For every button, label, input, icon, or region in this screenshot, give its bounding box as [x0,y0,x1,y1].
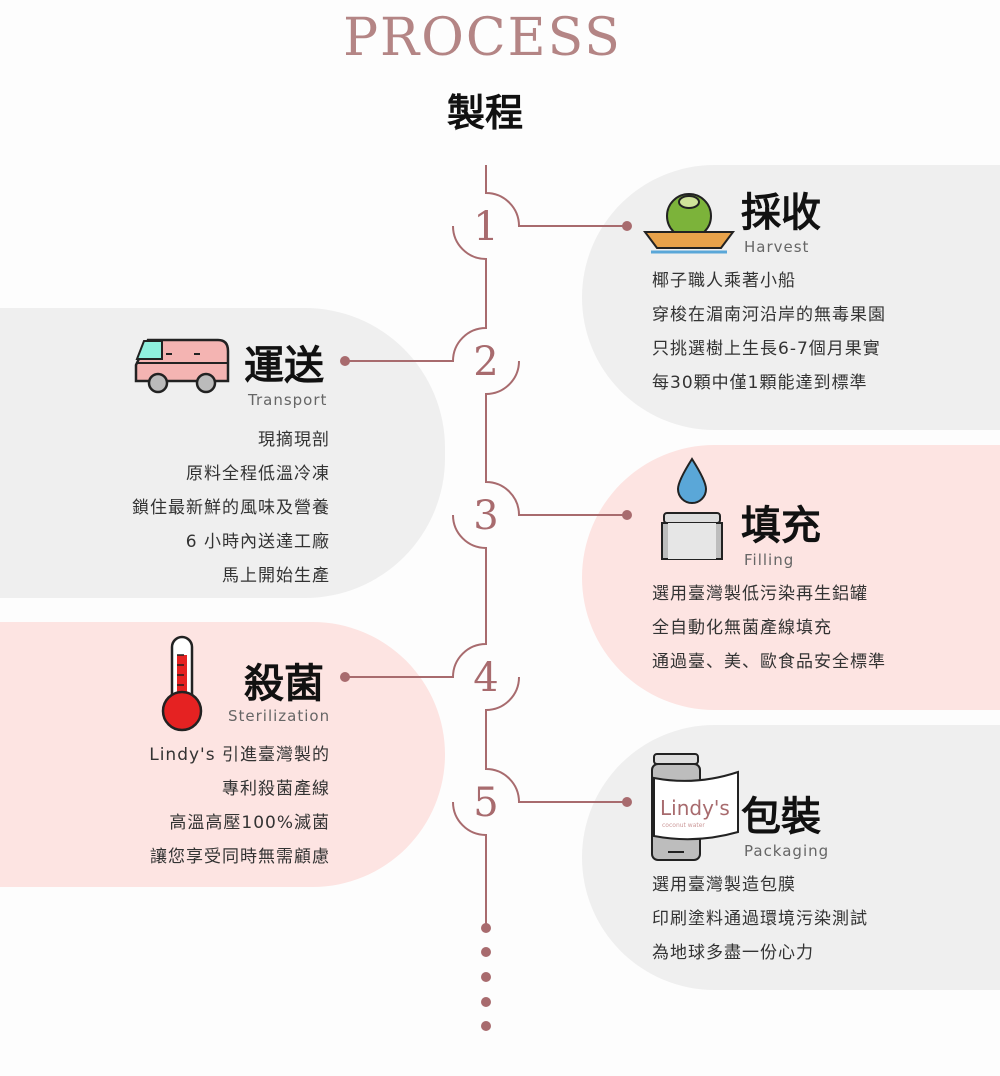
step-2-subtitle: Transport [248,391,328,409]
brand-label: Lindy's [660,796,730,820]
step-3-subtitle: Filling [744,551,795,569]
timeline-dot [340,672,350,682]
step-3-panel [582,445,1000,710]
thermometer-icon [161,635,203,732]
timeline-dot [622,221,632,231]
step-4-description: Lindy's 引進臺灣製的專利殺菌產線高溫高壓100%滅菌讓您享受同時無需顧慮 [149,745,330,867]
timeline-dot [481,1021,491,1031]
step-5-description: 選用臺灣製造包膜印刷塗料通過環境污染測試為地球多盡一份心力 [652,875,868,963]
timeline-connector-3 [485,360,627,516]
timeline-dot [340,356,350,366]
timeline-connector-4 [345,514,487,678]
step-number-2: 2 [473,339,498,385]
timeline-dot [622,797,632,807]
timeline-dot [481,997,491,1007]
timeline-dot [622,510,632,520]
step-5-title: 包裝 [741,793,821,840]
timeline-connector-5 [485,676,627,803]
step-4-panel [0,622,445,887]
timeline-dot [481,923,491,933]
step-1-title: 採收 [741,189,821,236]
labeled-can-icon: Lindy's coconut water [650,752,742,864]
step-number-3: 3 [473,493,498,539]
step-2-title: 運送 [244,342,324,389]
step-4-title: 殺菌 [244,660,324,707]
timeline-dot [481,972,491,982]
step-1-subtitle: Harvest [744,238,810,256]
timeline-connector-2 [345,225,487,362]
page-title: PROCESS [343,8,622,68]
brand-sublabel: coconut water [662,822,705,829]
step-3-description: 選用臺灣製低污染再生鋁罐全自動化無菌產線填充通過臺、美、歐食品安全標準 [652,584,886,672]
step-number-5: 5 [473,780,498,826]
step-number-1: 1 [473,204,498,250]
step-number-4: 4 [473,655,498,701]
step-5-subtitle: Packaging [744,842,830,860]
page-subtitle: 製程 [446,90,523,135]
step-4-subtitle: Sterilization [228,707,331,725]
van-icon [134,338,230,394]
step-1-panel [582,165,1000,430]
timeline-dot [481,947,491,957]
timeline-connector-1 [485,165,627,227]
coconut-boat-icon [643,193,735,254]
step-3-title: 填充 [741,502,821,549]
step-1-description: 椰子職人乘著小船穿梭在湄南河沿岸的無毒果園只挑選樹上生長6-7個月果實每30顆中… [652,271,886,393]
water-drop-can-icon [661,457,723,560]
